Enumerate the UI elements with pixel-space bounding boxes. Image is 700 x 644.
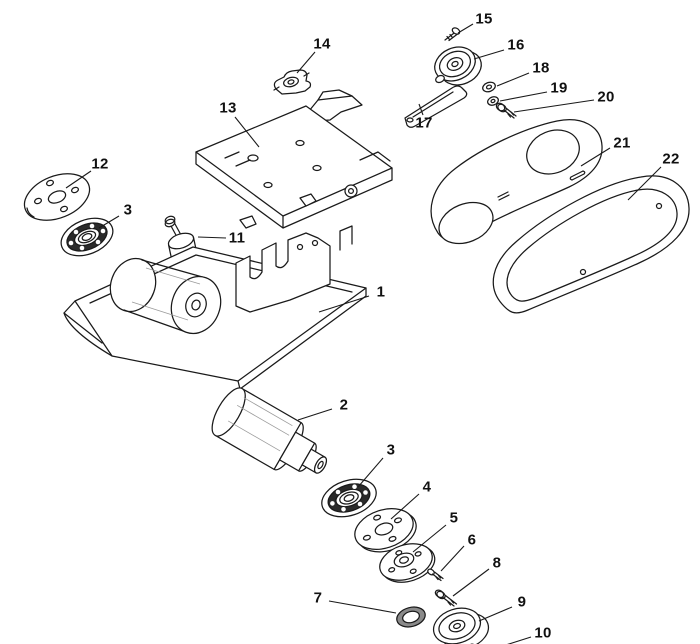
part-15-screw — [444, 27, 461, 42]
part-6-screw — [427, 568, 444, 582]
callout-18-3: 18 — [532, 59, 550, 77]
part-3-bearing-lower — [321, 478, 377, 518]
callout-13-7: 13 — [219, 99, 237, 117]
callout-7-20: 7 — [313, 589, 323, 607]
callout-3-11: 3 — [123, 201, 133, 219]
callout-16-2: 16 — [507, 36, 525, 54]
callout-11-12: 11 — [228, 229, 246, 247]
part-19-lock-washer — [487, 96, 499, 106]
part-1-base-plate-assembly — [63, 225, 367, 390]
part-14-clamp — [273, 69, 312, 95]
callout-9-21: 9 — [517, 593, 527, 611]
callout-14-1: 14 — [313, 35, 331, 53]
part-18-washer — [482, 81, 496, 93]
callout-3-15: 3 — [386, 441, 396, 459]
part-2-roller-shaft — [211, 387, 328, 474]
part-3-bearing-upper — [60, 217, 114, 257]
part-17-idler-arm — [404, 85, 468, 128]
callout-21-8: 21 — [613, 134, 631, 152]
part-21-belt-guard-plate — [430, 119, 603, 245]
callout-8-19: 8 — [492, 554, 502, 572]
callout-15-0: 15 — [475, 10, 493, 28]
part-16-pulley — [434, 46, 482, 86]
part-8-bolt — [434, 589, 458, 607]
callout-1-13: 1 — [376, 283, 386, 301]
callout-6-18: 6 — [467, 531, 477, 549]
callout-10-22: 10 — [534, 624, 552, 642]
callout-4-16: 4 — [422, 478, 432, 496]
part-20-bolt — [495, 102, 517, 119]
callout-12-10: 12 — [91, 155, 109, 173]
callout-19-4: 19 — [550, 79, 568, 97]
callout-5-17: 5 — [449, 509, 459, 527]
part-9-drive-pulley — [432, 607, 490, 644]
callout-17-6: 17 — [415, 114, 433, 132]
callout-20-5: 20 — [597, 88, 615, 106]
part-5-seal-flange — [379, 543, 436, 583]
part-7-rubber-ring — [396, 606, 426, 628]
callout-22-9: 22 — [662, 150, 680, 168]
part-22-belt-guard-cover — [492, 175, 690, 314]
callout-2-14: 2 — [339, 396, 349, 414]
